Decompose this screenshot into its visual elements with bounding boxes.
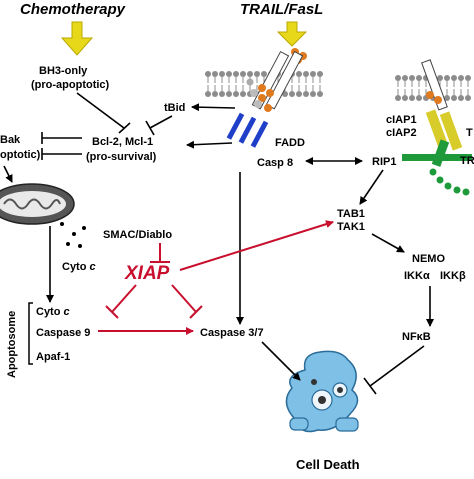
lipid-head: [247, 71, 253, 77]
lipid-head: [205, 71, 211, 77]
apo-cyto-c-label: Cyto c: [36, 306, 70, 318]
ciap2-label: cIAP2: [386, 127, 417, 139]
lipid-head: [317, 71, 323, 77]
lipid-head: [303, 91, 309, 97]
lipid-head: [296, 91, 302, 97]
lipid-head: [212, 91, 218, 97]
lipid-head: [226, 91, 232, 97]
red-connectors: [98, 220, 334, 335]
smac-diablo-label: SMAC/Diablo: [103, 229, 172, 241]
trail-yellow-arrow: [276, 21, 308, 47]
bak-sublabel: optotic): [0, 149, 41, 161]
ikka-label: IKKα: [404, 270, 430, 282]
lipid-head: [254, 71, 260, 77]
bh3-only-sublabel: (pro-apoptotic): [31, 79, 110, 91]
lipid-head: [233, 91, 239, 97]
plasma-membrane-left: [205, 71, 323, 97]
chemo-yellow-arrow: [60, 21, 94, 56]
cell-death-label: Cell Death: [296, 457, 360, 472]
lipid-head: [289, 91, 295, 97]
lipid-head: [402, 95, 408, 101]
lipid-head: [219, 91, 225, 97]
fadd-blue-bars-icon: [226, 112, 269, 148]
lipid-head: [458, 95, 464, 101]
tak1-label: TAK1: [337, 221, 365, 233]
lipid-head: [261, 71, 267, 77]
lipid-head: [458, 75, 464, 81]
lipid-head: [240, 71, 246, 77]
lipid-head: [395, 95, 401, 101]
tr-label-b: TR: [460, 155, 474, 167]
nemo-label: NEMO: [412, 253, 445, 265]
apoptosome-label: Apoptosome: [6, 311, 18, 378]
casp8-label: Casp 8: [257, 157, 293, 169]
lipid-head: [444, 95, 450, 101]
connectors: [3, 92, 434, 395]
death-receptor-icon: [246, 50, 304, 112]
lipid-head: [219, 71, 225, 77]
mitochondrion-icon: [0, 183, 75, 225]
bcl2-label: Bcl-2, Mcl-1: [92, 136, 153, 148]
lipid-head: [465, 95, 471, 101]
cytochrome-c-dots-icon: [60, 222, 86, 248]
lipid-head: [310, 71, 316, 77]
lipid-head: [240, 91, 246, 97]
trail-fasl-label: TRAIL/FasL: [240, 1, 323, 18]
lipid-head: [226, 71, 232, 77]
lipid-head: [465, 75, 471, 81]
tr-label-a: T: [466, 127, 473, 139]
lipid-head: [212, 71, 218, 77]
lipid-head: [296, 71, 302, 77]
lipid-head: [205, 91, 211, 97]
lipid-head: [444, 75, 450, 81]
xiap-label: XIAP: [124, 263, 170, 284]
caspase37-label: Caspase 3/7: [200, 327, 264, 339]
lipid-head: [395, 75, 401, 81]
lipid-head: [402, 75, 408, 81]
lipid-head: [233, 71, 239, 77]
chemotherapy-label: Chemotherapy: [20, 1, 126, 18]
lipid-head: [303, 71, 309, 77]
lipid-head: [451, 95, 457, 101]
ikkb-label: IKKβ: [440, 270, 466, 282]
lipid-head: [317, 91, 323, 97]
tbid-label: tBid: [164, 102, 185, 114]
dying-cell-icon: [285, 350, 359, 433]
rip1-label: RIP1: [372, 156, 396, 168]
nfkb-label: NFκB: [402, 331, 431, 343]
lipid-head: [310, 91, 316, 97]
lipid-head: [409, 75, 415, 81]
bh3-only-label: BH3-only: [39, 65, 88, 77]
lipid-head: [416, 75, 422, 81]
lipid-head: [437, 75, 443, 81]
tnf-receptor-icon: [402, 59, 472, 196]
apaf1-label: Apaf-1: [36, 351, 70, 363]
bcl2-sublabel: (pro-survival): [86, 151, 157, 163]
caspase9-label: Caspase 9: [36, 327, 90, 339]
fadd-label: FADD: [275, 137, 305, 149]
lipid-head: [451, 75, 457, 81]
lipid-head: [409, 95, 415, 101]
apoptosome-bracket: [28, 302, 33, 365]
ciap1-label: cIAP1: [386, 114, 417, 126]
bak-label: Bak: [0, 134, 21, 146]
cyto-c-release-label: Cyto c: [62, 261, 96, 273]
lipid-head: [416, 95, 422, 101]
tab1-label: TAB1: [337, 208, 365, 220]
